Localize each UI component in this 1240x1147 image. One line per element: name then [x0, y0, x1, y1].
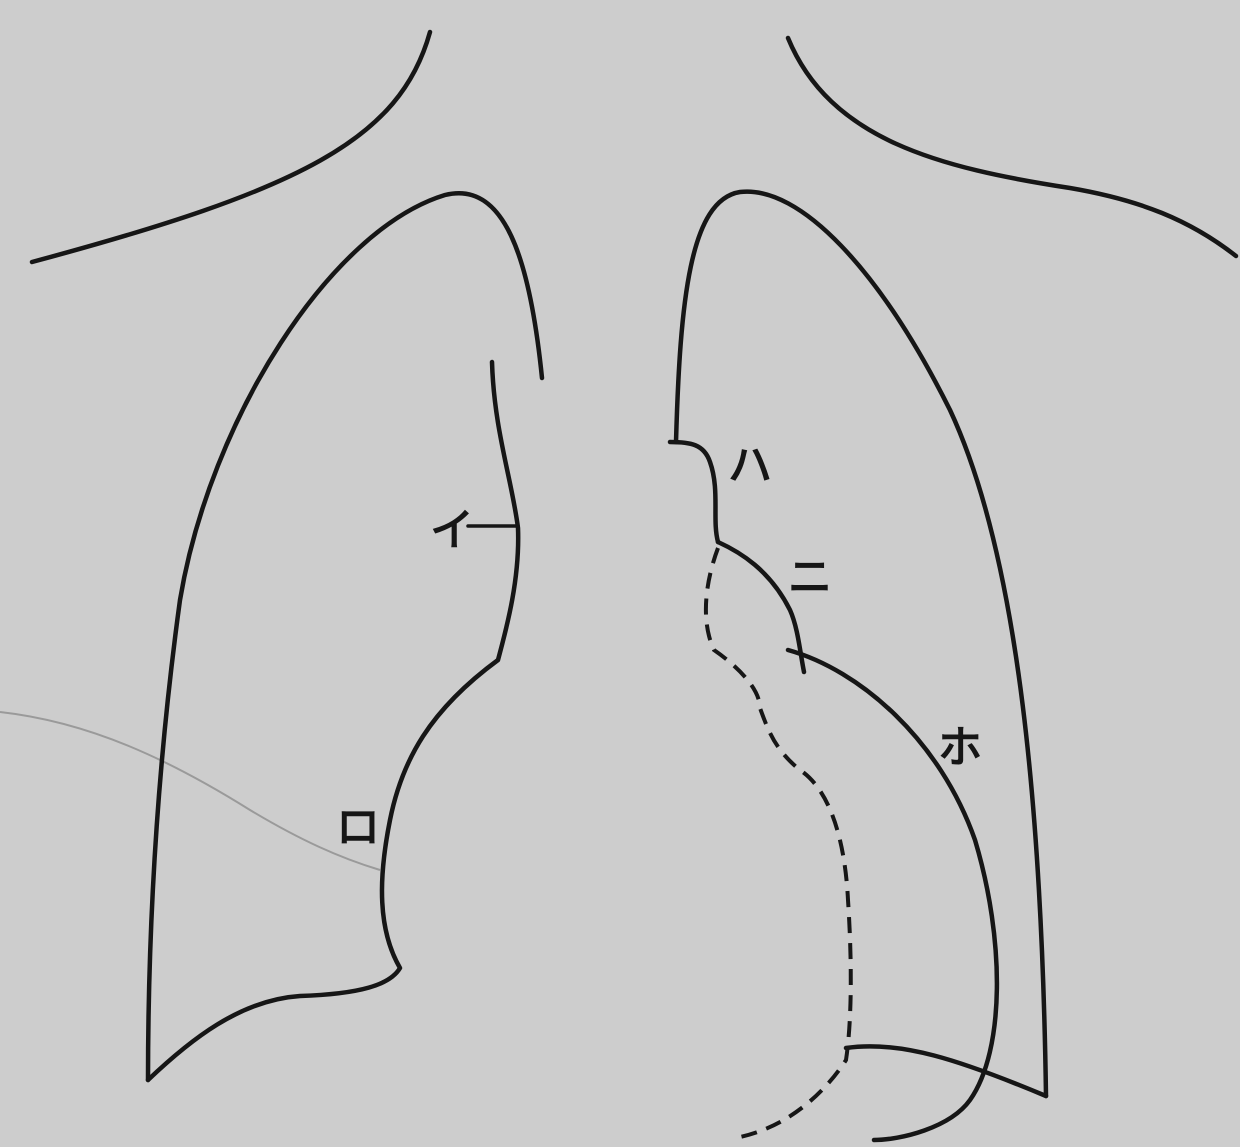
label-ha: ハ: [728, 440, 772, 491]
label-ho: ホ: [938, 722, 982, 773]
label-ni: ニ: [788, 552, 832, 603]
label-ro: ロ: [336, 802, 380, 853]
label-i: イ: [430, 505, 474, 556]
